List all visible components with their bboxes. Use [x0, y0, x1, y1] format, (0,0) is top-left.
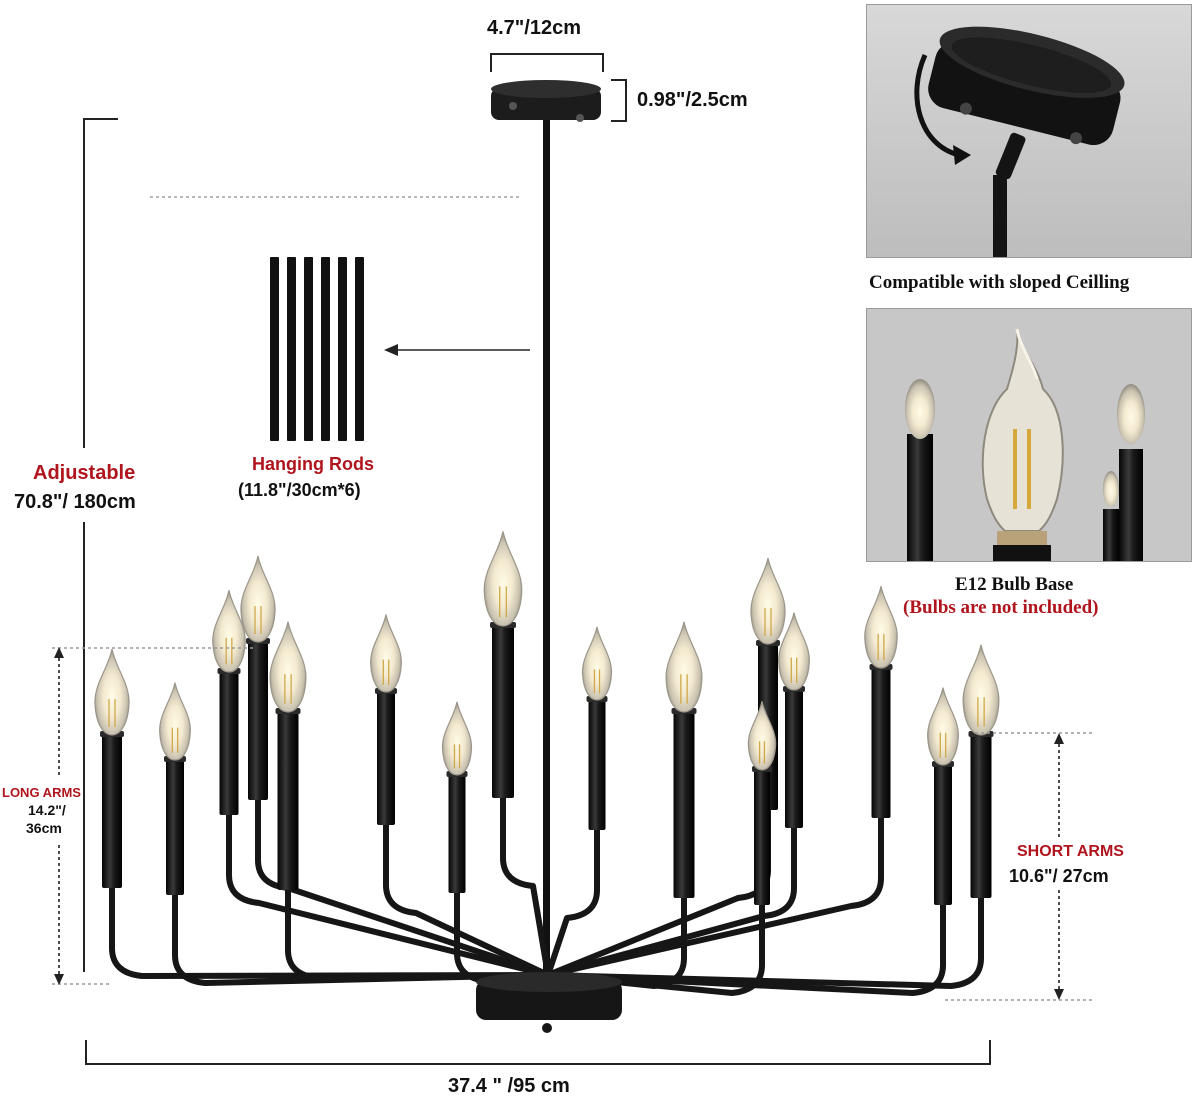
- flame-bulb: [778, 612, 810, 691]
- short-arms-title: SHORT ARMS: [1017, 843, 1124, 860]
- bulb-base-caption: E12 Bulb Base: [955, 574, 1074, 595]
- candle-sleeve: [248, 642, 268, 800]
- down-rod: [543, 120, 550, 978]
- hanging-rods-title: Hanging Rods: [252, 454, 374, 474]
- flame-bulb: [240, 555, 276, 643]
- candle-sleeve: [448, 775, 466, 893]
- chandelier-arm: [547, 898, 984, 989]
- flame-bulb: [750, 557, 786, 645]
- short-arms-value: 10.6"/ 27cm: [1009, 866, 1109, 886]
- hanging-rod: [270, 257, 279, 441]
- hanging-rod: [304, 257, 313, 441]
- chandelier-body: [476, 972, 622, 1033]
- flame-bulb: [665, 621, 703, 713]
- chandelier-arm: [285, 890, 549, 981]
- long-arms-title: LONG ARMS: [2, 785, 81, 800]
- flame-bulb: [94, 648, 130, 736]
- long-arms-value-line2: 36cm: [26, 820, 62, 836]
- candle-sleeve: [785, 690, 803, 828]
- chandelier-arm: [545, 830, 600, 976]
- flame-bulb: [581, 626, 613, 701]
- sloped-ceiling-caption: Compatible with sloped Ceilling: [869, 272, 1130, 293]
- canopy-height-label: 0.98"/2.5cm: [637, 89, 748, 111]
- ceiling-canopy: [491, 80, 601, 122]
- short-arms-dimension-arrow: [1054, 733, 1064, 1000]
- hanging-rod: [355, 257, 364, 441]
- flame-bulb: [441, 701, 473, 776]
- chandelier-arm: [547, 818, 884, 978]
- candle-sleeve: [754, 770, 770, 905]
- candle-sleeve: [377, 692, 395, 825]
- candle-sleeve: [166, 760, 184, 895]
- flame-bulb: [962, 644, 1000, 736]
- rotation-arrow-icon: [953, 145, 971, 165]
- arrow-to-rods-icon: [384, 344, 530, 356]
- candle-sleeve: [970, 735, 992, 898]
- candle-sleeve: [934, 765, 952, 905]
- chandelier-arm: [383, 825, 550, 978]
- chandelier-arm: [109, 888, 549, 979]
- candle-sleeve: [102, 735, 122, 888]
- adjustable-title: Adjustable: [33, 462, 136, 484]
- long-arms-dimension-arrow: [54, 647, 64, 985]
- bulb-not-included-note: (Bulbs are not included): [903, 597, 1099, 618]
- bulb-base-panel: [866, 308, 1192, 562]
- chandelier-candles: [94, 531, 1000, 905]
- candle-sleeve: [673, 712, 695, 898]
- hanging-rod: [287, 257, 296, 441]
- candle-sleeve: [588, 700, 606, 830]
- chandelier-arm: [172, 895, 549, 986]
- long-arms-value-line1: 14.2"/: [28, 802, 66, 818]
- hanging-rod: [338, 257, 347, 441]
- flame-bulb: [927, 687, 959, 766]
- sloped-ceiling-panel: [866, 4, 1192, 258]
- flame-bulb: [212, 590, 246, 673]
- total-width-label: 37.4 " /95 cm: [448, 1075, 570, 1097]
- flame-bulb: [864, 586, 898, 669]
- canopy-width-label: 4.7"/12cm: [487, 17, 581, 39]
- candle-sleeve: [219, 672, 239, 815]
- flame-bulb: [747, 701, 777, 771]
- flame-bulb: [370, 614, 402, 693]
- chandelier-arm: [500, 798, 551, 976]
- hanging-rods-bundle: [270, 257, 364, 441]
- candle-sleeve: [492, 626, 514, 798]
- hanging-rod: [321, 257, 330, 441]
- adjustable-value: 70.8"/ 180cm: [14, 491, 136, 513]
- flame-bulb: [269, 621, 307, 713]
- candle-sleeve: [871, 668, 891, 818]
- hanging-rods-value: (11.8"/30cm*6): [238, 480, 361, 500]
- flame-bulb: [483, 531, 523, 627]
- candle-sleeve: [277, 712, 299, 890]
- dimension-lines: [83, 53, 991, 1065]
- flame-bulb: [159, 682, 191, 761]
- chandelier-arm: [226, 815, 549, 978]
